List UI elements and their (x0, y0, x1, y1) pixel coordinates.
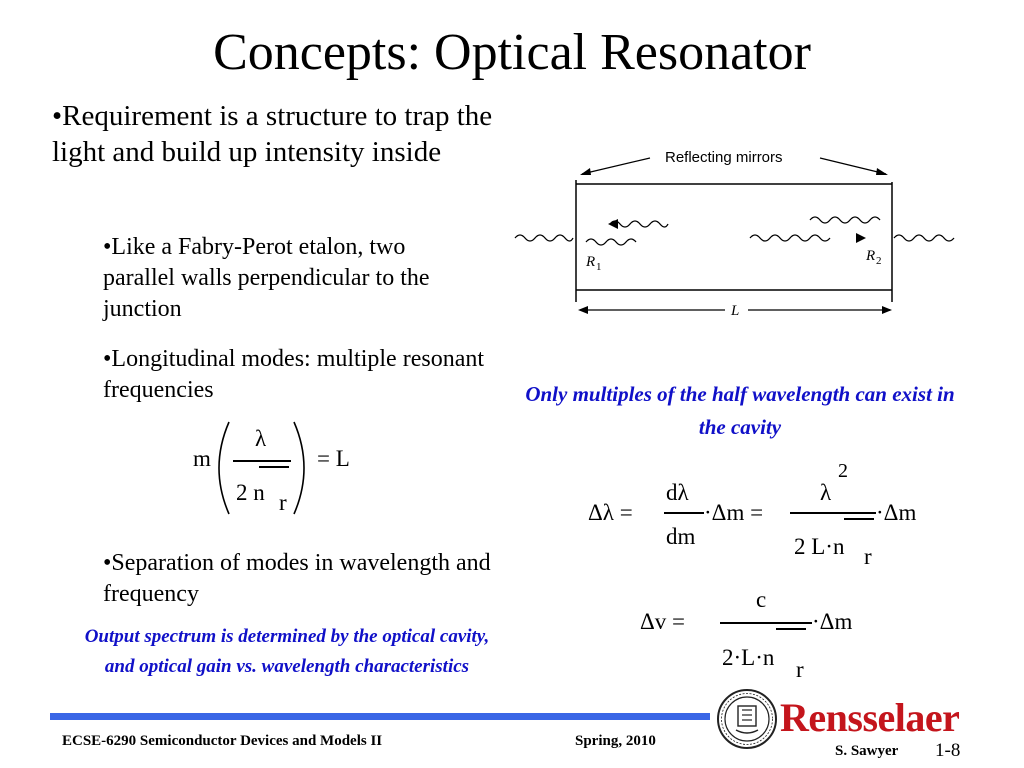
eq1-fraction-bar (233, 460, 291, 462)
eq2-num1: dλ (666, 480, 689, 505)
equation-resonance: m λ 2 n r = L (185, 418, 375, 518)
eq3-underline (776, 628, 806, 630)
rensselaer-seal-icon (717, 689, 777, 749)
eq2-bar2 (790, 512, 876, 514)
eq2-exponent: 2 (838, 460, 848, 482)
eq2-den1: dm (666, 524, 696, 549)
eq3-subscript: r (796, 657, 804, 682)
eq2-bar1 (664, 512, 704, 514)
footer-term: Spring, 2010 (575, 733, 656, 749)
eq3-bar (720, 622, 812, 624)
bullet-mode-separation: •Separation of modes in wavelength and f… (103, 550, 491, 607)
equation-wavelength-spacing: Δλ = dλ dm ·Δm = λ 2 2 L·n r ·Δm (588, 460, 928, 570)
eq1-m: m (193, 446, 211, 471)
bullet-requirement: •Requirement is a structure to trap the … (52, 100, 493, 168)
r2-subscript: 2 (876, 255, 882, 267)
rensselaer-logo-text: Rensselaer (780, 695, 960, 740)
eq2-den2: 2 L·n (794, 534, 845, 559)
footer-divider (50, 713, 710, 720)
slide-number: 1-8 (935, 740, 961, 761)
eq1-underline (259, 466, 289, 468)
eq1-lambda: λ (255, 426, 267, 451)
eq2-subscript: r (864, 544, 872, 569)
footer-author: S. Sawyer (835, 743, 899, 759)
eq2-tail: ·Δm (876, 500, 917, 525)
eq2-lhs: Δλ = (588, 500, 633, 525)
eq1-denominator: 2 n (236, 480, 265, 505)
length-label: L (730, 303, 739, 319)
equation-frequency-spacing: Δv = c 2·L·n r ·Δm (640, 585, 864, 690)
eq2-num2: λ (820, 480, 832, 505)
right-paren-icon (293, 421, 305, 515)
r2-label: R (865, 248, 875, 264)
eq2-mid: ·Δm = (704, 500, 764, 525)
reflecting-mirrors-label: Reflecting mirrors (665, 149, 783, 166)
r1-label: R (585, 254, 595, 270)
footer-course: ECSE-6290 Semiconductor Devices and Mode… (62, 733, 383, 749)
bullet-fabry-perot: •Like a Fabry-Perot etalon, two parallel… (103, 234, 430, 322)
eq3-tail: ·Δm (812, 609, 853, 634)
bullet-longitudinal-modes: •Longitudinal modes: multiple resonant f… (103, 346, 485, 403)
eq3-lhs: Δv = (640, 609, 686, 634)
half-wavelength-note: Only multiples of the half wavelength ca… (525, 382, 955, 439)
resonator-diagram: Reflecting mirrors R 1 R 2 L (514, 149, 955, 319)
eq3-num: c (756, 587, 767, 612)
r1-subscript: 1 (596, 261, 602, 273)
eq1-rhs: = L (317, 446, 350, 471)
slide-title: Concepts: Optical Resonator (213, 24, 811, 81)
eq3-den: 2·L·n (722, 645, 775, 670)
eq1-subscript: r (279, 490, 287, 515)
left-paren-icon (218, 421, 230, 515)
output-spectrum-note: Output spectrum is determined by the opt… (84, 626, 490, 677)
eq2-underline (844, 518, 874, 520)
